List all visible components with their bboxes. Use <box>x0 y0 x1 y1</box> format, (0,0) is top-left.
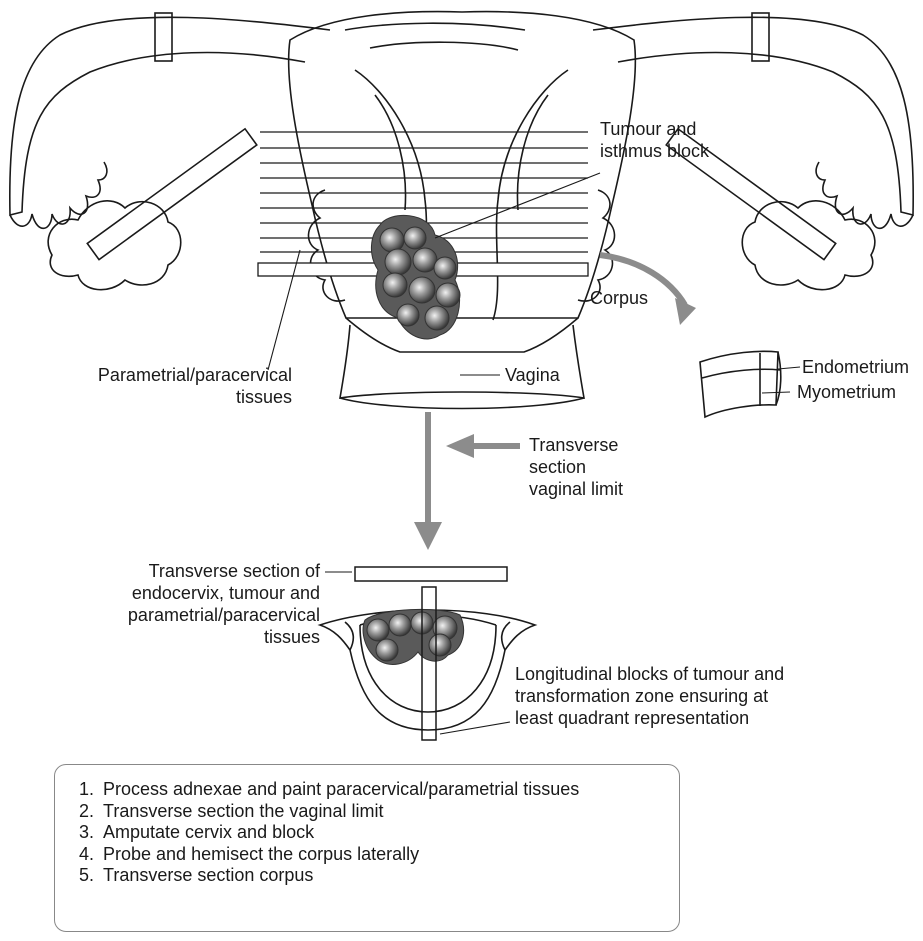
procedure-steps-box: Process adnexae and paint paracervical/p… <box>54 764 680 932</box>
step-5: Transverse section corpus <box>99 865 679 887</box>
transverse-strip <box>355 567 507 581</box>
myometrium-label: Myometrium <box>797 381 896 403</box>
right-fallopian-tube <box>593 17 913 215</box>
cervix-outline <box>346 318 578 352</box>
step-3: Amputate cervix and block <box>99 822 679 844</box>
transverse-endocervix-label: Transverse section of endocervix, tumour… <box>100 560 320 648</box>
endometrium-label: Endometrium <box>802 356 909 378</box>
step-1: Process adnexae and paint paracervical/p… <box>99 779 679 801</box>
transverse-vaginal-label: Transverse section vaginal limit <box>529 434 623 500</box>
longitudinal-label: Longitudinal blocks of tumour and transf… <box>515 663 784 729</box>
procedure-steps-list: Process adnexae and paint paracervical/p… <box>55 765 679 887</box>
step-2: Transverse section the vaginal limit <box>99 801 679 823</box>
corpus-label: Corpus <box>590 287 648 309</box>
tumour-cross-section <box>363 609 463 664</box>
step-4: Probe and hemisect the corpus laterally <box>99 844 679 866</box>
vagina-outline <box>340 325 584 398</box>
parametrial-label: Parametrial/paracervical tissues <box>60 364 292 408</box>
corpus-piece <box>700 351 781 417</box>
left-fallopian-tube <box>10 17 330 215</box>
vagina-label: Vagina <box>505 364 560 386</box>
tumour-isthmus-label: Tumour and isthmus block <box>600 118 709 162</box>
